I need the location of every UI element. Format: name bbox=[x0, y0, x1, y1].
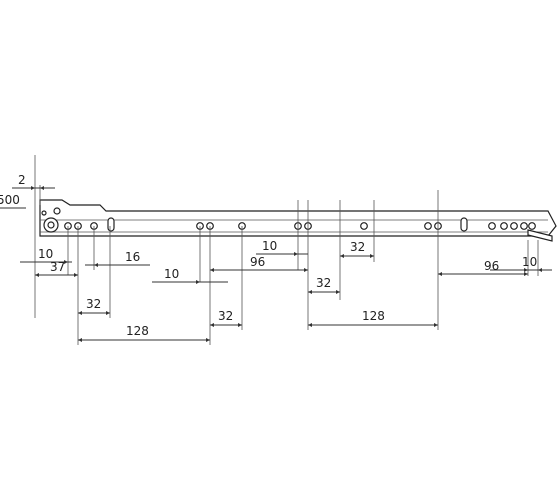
rear-catch bbox=[527, 229, 553, 242]
dim-label-128-b: 128 bbox=[362, 309, 385, 323]
dim-label-128-a: 128 bbox=[126, 324, 149, 338]
dimension-labels: 500 2 10 37 16 32 10 128 96 32 10 32 32 … bbox=[0, 173, 537, 338]
dim-label-10-left: 10 bbox=[38, 247, 53, 261]
dim-label-500: 500 bbox=[0, 193, 20, 207]
dim-label-96-b: 96 bbox=[484, 259, 499, 273]
dim-label-10-right: 10 bbox=[522, 255, 537, 269]
dim-label-32-b: 32 bbox=[218, 309, 233, 323]
dim-label-96-a: 96 bbox=[250, 255, 265, 269]
dim-label-2: 2 bbox=[18, 173, 26, 187]
extension-lines bbox=[34, 155, 539, 345]
dimension-lines bbox=[0, 187, 552, 341]
dim-label-37: 37 bbox=[50, 260, 65, 274]
dim-label-32-d: 32 bbox=[350, 240, 365, 254]
dim-label-16: 16 bbox=[125, 250, 140, 264]
dim-label-32-c: 32 bbox=[316, 276, 331, 290]
dim-label-10-c: 10 bbox=[262, 239, 277, 253]
mounting-hole bbox=[53, 207, 61, 215]
dim-label-10-b: 10 bbox=[164, 267, 179, 281]
dim-label-32-a: 32 bbox=[86, 297, 101, 311]
arrowheads bbox=[31, 186, 542, 342]
